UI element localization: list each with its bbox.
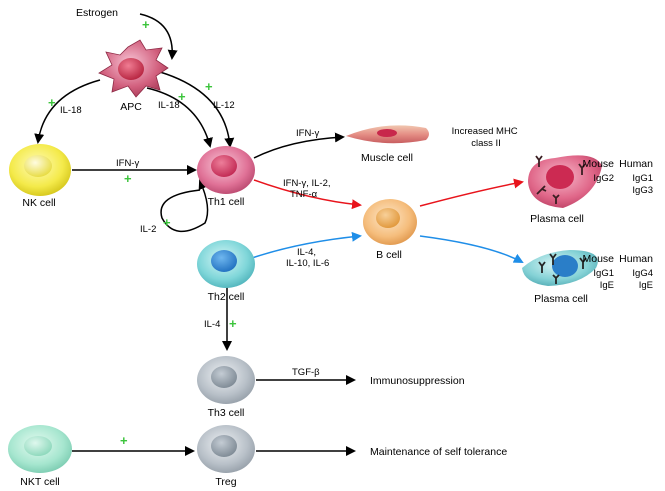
nk-cell-nucleus bbox=[24, 155, 52, 177]
isotype-th1-mouse-0: IgG2 bbox=[593, 173, 614, 184]
th3-cell bbox=[197, 356, 255, 404]
b-cell bbox=[363, 199, 417, 245]
apc-cell bbox=[98, 39, 169, 98]
plus-apc-th1-il12: + bbox=[205, 79, 213, 94]
b-cell-label: B cell bbox=[376, 249, 402, 261]
isotype-th2-human-1: IgE bbox=[639, 280, 653, 291]
edge-labels: IL-18 IL-18 IL-12 IFN-γ IFN-γ IFN-γ, IL-… bbox=[60, 100, 333, 378]
arrow-th2-to-b-cell bbox=[251, 231, 362, 259]
arrow-th1-to-muscle-cell bbox=[253, 132, 345, 159]
th1-cell-label: Th1 cell bbox=[208, 196, 245, 208]
antibody-glyphs-th1 bbox=[535, 155, 586, 204]
plus-signs: + + + + + + + + bbox=[48, 17, 237, 448]
nkt-cell-label: NKT cell bbox=[20, 476, 59, 488]
plasma-cell-th1-label: Plasma cell bbox=[530, 213, 584, 225]
plasma-cell-th1-nucleus bbox=[546, 165, 574, 189]
apc-label: APC bbox=[120, 101, 142, 113]
arrow-apc-to-nk-cell bbox=[34, 79, 101, 144]
isotype-th2-human-0: IgG4 bbox=[632, 268, 653, 279]
arrow-b-to-plasma-th1 bbox=[419, 178, 524, 207]
self-tolerance-label: Maintenance of self tolerance bbox=[370, 446, 507, 458]
th3-cell-label: Th3 cell bbox=[208, 407, 245, 419]
apc-th1-il18-label: IL-18 bbox=[158, 100, 180, 111]
isotype-table-th1: Mouse Human IgG2 IgG1 IgG3 bbox=[582, 158, 653, 196]
isotype-th1-human-0: IgG1 bbox=[632, 173, 653, 184]
muscle-cell-nucleus bbox=[377, 129, 397, 137]
isotype-th2-mouse-header: Mouse bbox=[582, 253, 614, 265]
treg-cell-nucleus bbox=[211, 435, 237, 457]
plus-apc-nk: + bbox=[48, 95, 56, 110]
nk-th1-ifng-label: IFN-γ bbox=[116, 158, 139, 169]
increased-mhc-label: Increased MHC class II bbox=[452, 126, 521, 149]
th2-cell-label: Th2 cell bbox=[208, 291, 245, 303]
plasma-cell-th1 bbox=[528, 155, 602, 208]
th3-tgfb-label: TGF-β bbox=[292, 367, 320, 378]
th2-cell bbox=[197, 240, 255, 288]
nkt-cell bbox=[8, 425, 72, 473]
treg-label: Treg bbox=[215, 476, 236, 488]
arrow-apc-to-th1-il12 bbox=[159, 71, 235, 148]
plasma-cell-th2 bbox=[522, 250, 598, 286]
plus-th2-th3: + bbox=[229, 316, 237, 331]
isotype-table-th2: Mouse Human IgG1 IgE IgG4 IgE bbox=[582, 253, 653, 291]
plus-nk-th1: + bbox=[124, 171, 132, 186]
immunosuppression-label: Immunosuppression bbox=[370, 375, 465, 387]
apc-th1-il12-label: IL-12 bbox=[213, 100, 235, 111]
plus-th1-loop: + bbox=[163, 215, 171, 230]
th2-th3-il4-label: IL-4 bbox=[204, 319, 220, 330]
b-cell-nucleus bbox=[376, 208, 400, 228]
apc-nk-il18-label: IL-18 bbox=[60, 105, 82, 116]
muscle-cell bbox=[346, 125, 429, 144]
th1-muscle-ifng-label: IFN-γ bbox=[296, 128, 319, 139]
nk-cell-label: NK cell bbox=[22, 197, 55, 209]
th3-cell-nucleus bbox=[211, 366, 237, 388]
th1-b-cytokines-label: IFN-γ, IL-2, TNF-α bbox=[283, 178, 333, 200]
nk-cell bbox=[9, 144, 71, 196]
muscle-cell-label: Muscle cell bbox=[361, 152, 413, 164]
plus-estrogen: + bbox=[142, 17, 150, 32]
th2-b-cytokines-label: IL-4, IL-10, IL-6 bbox=[286, 247, 329, 269]
plasma-cell-th2-label: Plasma cell bbox=[534, 293, 588, 305]
apc-nucleus bbox=[118, 58, 144, 80]
th1-cell bbox=[197, 146, 255, 194]
antibody-glyphs-th2 bbox=[538, 253, 587, 284]
node-labels: Estrogen APC NK cell Th1 cell Muscle cel… bbox=[20, 7, 588, 488]
th1-cell-nucleus bbox=[211, 155, 237, 177]
arrow-apc-to-th1-il18 bbox=[146, 87, 213, 148]
isotype-th1-human-header: Human bbox=[619, 158, 653, 170]
isotype-th1-human-1: IgG3 bbox=[632, 185, 653, 196]
arrow-th1-to-b-cell bbox=[253, 179, 362, 210]
arrow-estrogen-to-apc bbox=[139, 13, 178, 60]
arrows bbox=[34, 13, 524, 456]
isotype-th2-human-header: Human bbox=[619, 253, 653, 265]
estrogen-label: Estrogen bbox=[76, 7, 118, 19]
isotype-th1-mouse-header: Mouse bbox=[582, 158, 614, 170]
arrow-b-to-plasma-th2 bbox=[419, 235, 524, 263]
isotype-th2-mouse-1: IgE bbox=[600, 280, 614, 291]
plus-nkt-treg: + bbox=[120, 433, 128, 448]
isotype-th2-mouse-0: IgG1 bbox=[593, 268, 614, 279]
plasma-cell-th2-nucleus bbox=[552, 255, 578, 277]
nkt-cell-nucleus bbox=[24, 436, 52, 456]
th1-loop-il2-label: IL-2 bbox=[140, 224, 156, 235]
arrow-th1-il2-loop bbox=[160, 179, 209, 232]
th2-cell-nucleus bbox=[211, 250, 237, 272]
treg-cell bbox=[197, 425, 255, 473]
plus-apc-th1-il18: + bbox=[178, 89, 186, 104]
